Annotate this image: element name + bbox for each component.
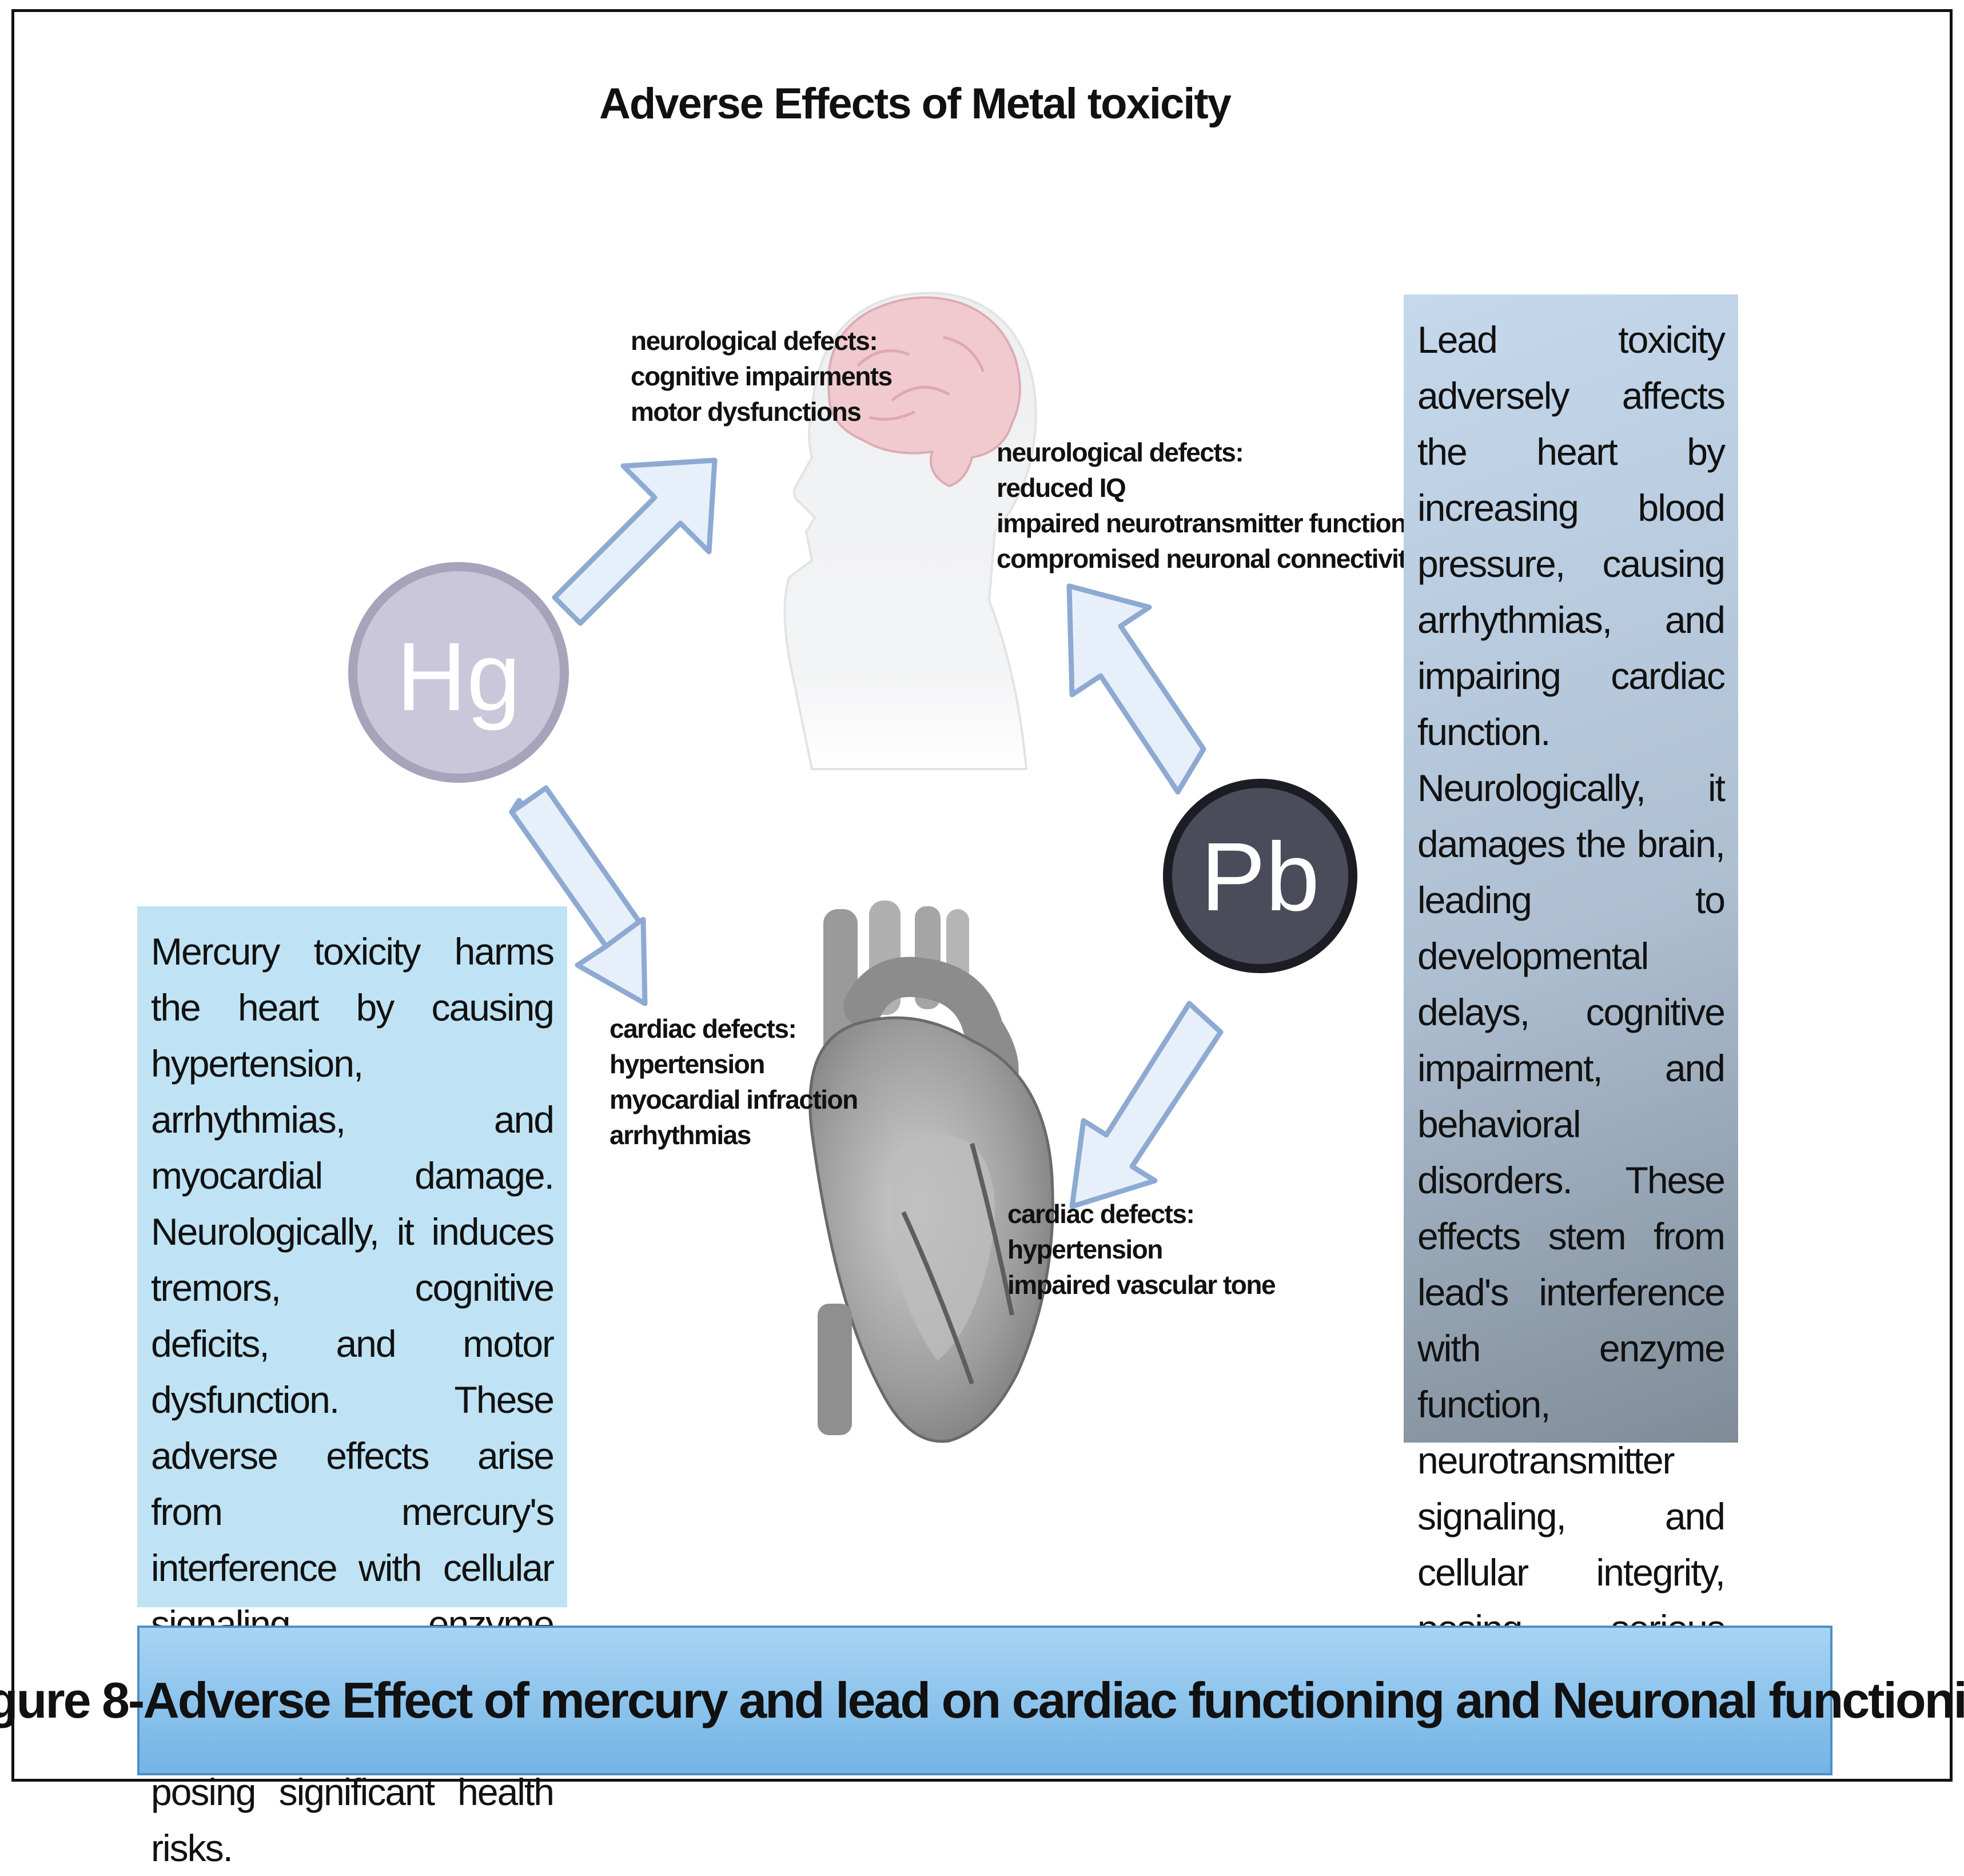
pb-circle: Pb bbox=[1163, 779, 1357, 973]
diagram-title: Adverse Effects of Metal toxicity bbox=[599, 79, 1232, 128]
arrow-hg-to-brain bbox=[552, 457, 718, 626]
diagram-graphics: Hg Pb bbox=[348, 292, 1357, 1443]
heart-illustration bbox=[808, 901, 1054, 1443]
pb-cardiac-label: cardiac defects: hypertension impaired v… bbox=[1007, 1199, 1276, 1300]
figure-caption: Figure 8-Adverse Effect of mercury and l… bbox=[0, 1626, 1964, 1775]
hg-cardiac-label: cardiac defects: hypertension myocardial… bbox=[609, 1014, 858, 1150]
pb-neuro-label: neurological defects: reduced IQ impaire… bbox=[997, 437, 1421, 573]
figure-frame bbox=[11, 9, 1953, 1782]
hg-circle: Hg bbox=[348, 562, 569, 783]
hg-description-panel: Mercury toxicity harms the heart by caus… bbox=[137, 906, 567, 1869]
hg-symbol: Hg bbox=[396, 623, 520, 731]
arrow-pb-to-brain bbox=[1066, 583, 1206, 795]
arrow-pb-to-heart bbox=[1069, 1001, 1224, 1209]
pb-description-panel: Lead toxicity adversely affects the hear… bbox=[1404, 294, 1738, 1706]
pb-symbol: Pb bbox=[1201, 823, 1320, 931]
head-brain-illustration bbox=[783, 292, 1037, 770]
brain-shape bbox=[827, 296, 1021, 488]
hg-neuro-label: neurological defects: cognitive impairme… bbox=[631, 326, 893, 427]
arrow-hg-to-heart bbox=[509, 785, 648, 1006]
